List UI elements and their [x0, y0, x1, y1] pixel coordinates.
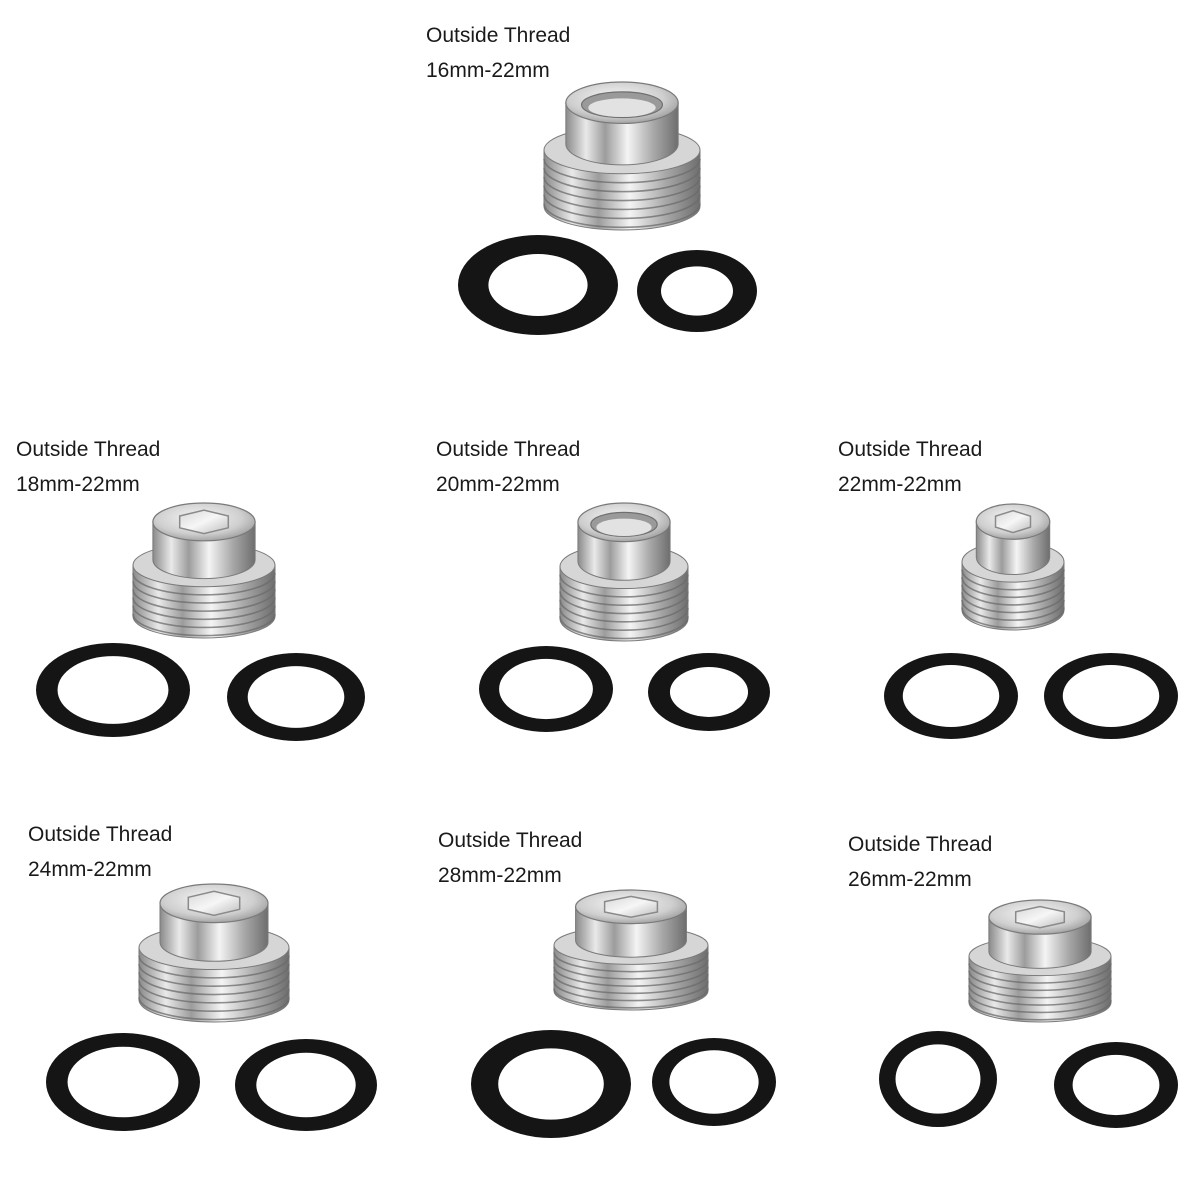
adapter-7-fitting — [968, 899, 1112, 1023]
adapter-7-title: Outside Thread — [848, 833, 993, 856]
adapter-5-title: Outside Thread — [28, 823, 173, 846]
adapter-5-washer-2 — [235, 1039, 377, 1131]
adapter-5-size: 24mm-22mm — [28, 858, 152, 881]
adapter-1-label: Outside Thread 16mm-22mm — [426, 18, 570, 88]
adapter-7-label: Outside Thread 26mm-22mm — [848, 827, 992, 897]
adapter-1-title: Outside Thread — [426, 24, 571, 47]
adapter-6-label: Outside Thread 28mm-22mm — [438, 823, 582, 893]
adapter-3-fitting — [559, 502, 689, 642]
adapter-4-washer-2 — [1044, 652, 1179, 740]
adapter-4-washer-1 — [884, 653, 1018, 739]
adapter-1-washer-1 — [458, 235, 618, 335]
adapter-4-fitting — [961, 503, 1065, 631]
adapter-2-fitting — [132, 502, 276, 639]
adapter-7-washer-1 — [879, 1031, 997, 1127]
adapter-2-label: Outside Thread 18mm-22mm — [16, 432, 160, 502]
adapter-5-fitting — [138, 883, 290, 1023]
adapter-6-washer-1 — [471, 1030, 631, 1138]
adapter-4-size: 22mm-22mm — [838, 473, 962, 496]
adapter-1-washer-2 — [637, 250, 757, 332]
adapter-1-fitting — [543, 81, 701, 231]
adapter-4-title: Outside Thread — [838, 438, 983, 461]
adapter-5-washer-1 — [46, 1033, 200, 1131]
adapter-2-washer-1 — [36, 643, 190, 737]
adapter-6-size: 28mm-22mm — [438, 864, 562, 887]
adapter-1-size: 16mm-22mm — [426, 59, 550, 82]
adapter-6-title: Outside Thread — [438, 829, 583, 852]
adapter-3-title: Outside Thread — [436, 438, 581, 461]
adapter-2-title: Outside Thread — [16, 438, 161, 461]
adapter-3-washer-2 — [648, 653, 770, 731]
adapter-6-washer-2 — [652, 1038, 776, 1126]
adapter-5-label: Outside Thread 24mm-22mm — [28, 817, 172, 887]
adapter-3-size: 20mm-22mm — [436, 473, 560, 496]
adapter-4-label: Outside Thread 22mm-22mm — [838, 432, 982, 502]
adapter-6-fitting — [553, 889, 709, 1011]
adapter-7-washer-2 — [1054, 1042, 1178, 1128]
adapter-3-label: Outside Thread 20mm-22mm — [436, 432, 580, 502]
adapter-2-size: 18mm-22mm — [16, 473, 140, 496]
adapter-2-washer-2 — [226, 652, 365, 742]
adapter-7-size: 26mm-22mm — [848, 868, 972, 891]
adapter-3-washer-1 — [479, 646, 613, 732]
